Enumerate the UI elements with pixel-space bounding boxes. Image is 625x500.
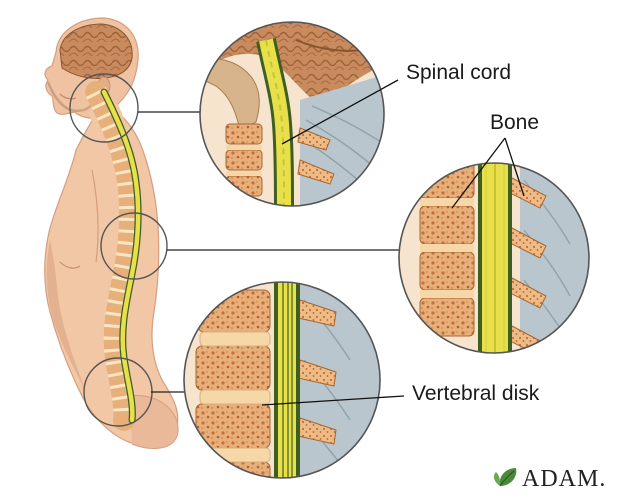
leader-spinal-cord: [281, 79, 399, 145]
leader-bone-left: [451, 137, 506, 209]
callout-lumbar-detail: [183, 281, 381, 479]
body-spine: [85, 81, 142, 431]
callout-cervical-detail: [199, 21, 385, 207]
locator-circles: [69, 73, 168, 427]
adam-brand-text: ADAM.: [522, 466, 607, 492]
connector-lines: [138, 111, 400, 393]
leader-vertebral-disk: [261, 395, 405, 406]
leader-bone-right: [504, 137, 525, 197]
label-bone: Bone: [490, 111, 540, 134]
adam-brand: ADAM.: [500, 466, 606, 493]
label-spinal-cord: Spinal cord: [406, 61, 512, 84]
vertebral-disk-shape: [199, 331, 271, 347]
adam-logo-leaf-icon: [493, 468, 517, 487]
label-vertebral-disk: Vertebral disk: [412, 382, 540, 405]
callout-thoracic-detail: [398, 162, 590, 354]
locator-circle-neck: [69, 73, 139, 143]
label-leaders: [261, 79, 525, 406]
locator-circle-thoracic: [100, 212, 168, 280]
